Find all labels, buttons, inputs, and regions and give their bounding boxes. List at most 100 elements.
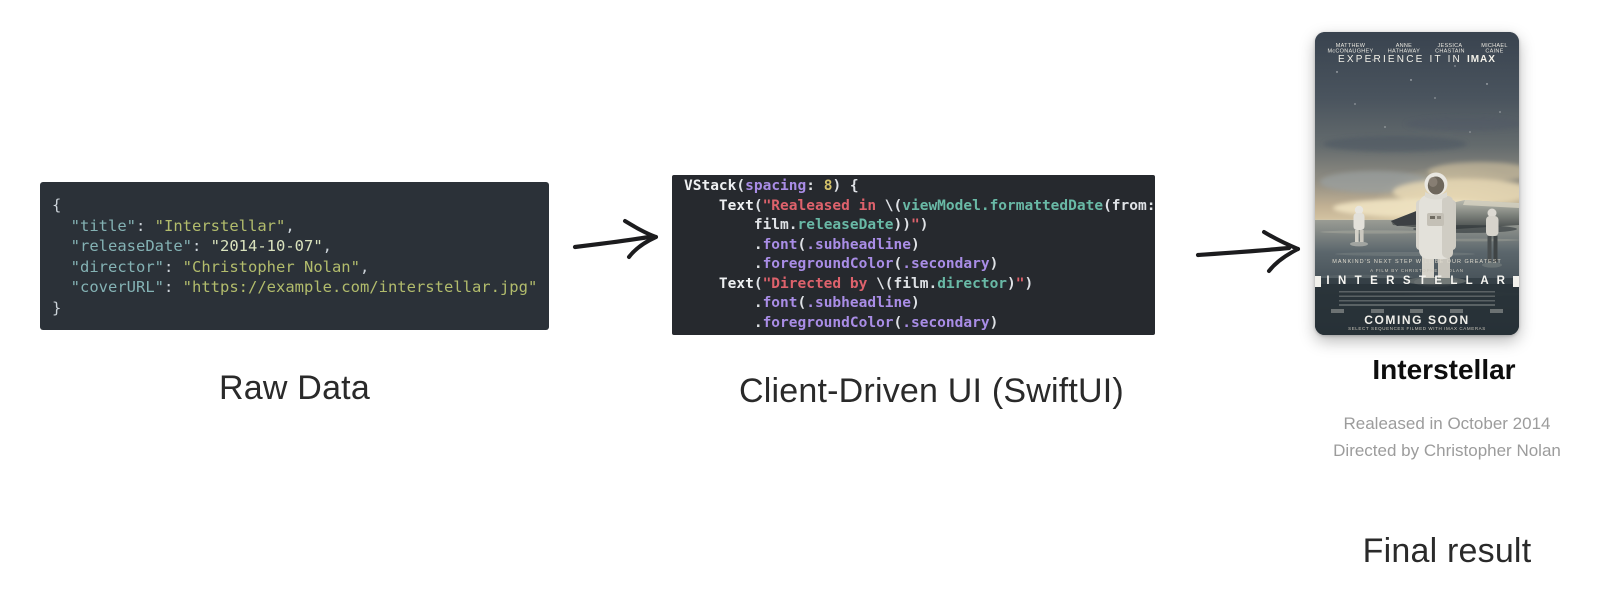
- code-token: font: [762, 295, 798, 311]
- code-token: ": [1015, 275, 1025, 292]
- cast-name: MICHAEL CAINE: [1481, 43, 1508, 55]
- code-token: "2014-10-07": [210, 237, 323, 255]
- code-line: VStack(spacing: 8) {: [684, 177, 1155, 197]
- code-line: "director": "Christopher Nolan",: [52, 257, 549, 278]
- code-token: .secondary: [902, 314, 990, 331]
- code-token: ): [911, 295, 920, 311]
- code-line: .foregroundColor(.secondary): [684, 314, 1155, 334]
- json-code-block: { "title": "Interstellar", "releaseDate"…: [40, 182, 549, 330]
- code-token: :: [136, 216, 155, 235]
- code-token: foregroundColor: [762, 256, 894, 272]
- code-line: .font(.subheadline): [684, 236, 1155, 256]
- code-token: .: [684, 256, 763, 272]
- code-token: "Realeased in: [762, 197, 885, 214]
- code-line: "coverURL": "https://example.com/interst…: [52, 277, 549, 298]
- code-line: film.releaseDate))"): [684, 216, 1155, 236]
- cast-name: JESSICA CHASTAIN: [1435, 43, 1465, 55]
- code-token: )): [893, 217, 911, 233]
- code-token: }: [52, 298, 62, 317]
- code-token: ): [911, 236, 920, 253]
- code-line: }: [684, 333, 1155, 335]
- code-token: .subheadline: [806, 236, 911, 253]
- code-line: "releaseDate": "2014-10-07",: [52, 236, 549, 257]
- code-line: Text("Realeased in \(viewModel.formatted…: [684, 197, 1155, 217]
- imax-logo: IMAX: [1466, 54, 1496, 65]
- code-token: [52, 278, 71, 296]
- code-line: .foregroundColor(.secondary): [684, 255, 1155, 275]
- code-token: .secondary: [902, 256, 990, 272]
- code-token: {: [52, 196, 62, 214]
- code-token: "releaseDate": [70, 237, 192, 255]
- poster-title: I N T E R S T E L L A R: [1326, 275, 1508, 287]
- code-token: :: [192, 237, 211, 255]
- code-token: ,: [322, 237, 332, 255]
- arrow-middle-to-result-icon: [1195, 230, 1300, 273]
- code-token: VStack: [684, 178, 737, 194]
- code-token: "director": [70, 257, 164, 276]
- poster-credits-block: [1339, 291, 1495, 308]
- code-token: .subheadline: [806, 295, 911, 311]
- code-token: [52, 217, 71, 235]
- arrow-left-to-middle-icon: [572, 219, 658, 259]
- result-release-line: Realeased in October 2014: [1343, 414, 1551, 433]
- code-token: font: [762, 236, 798, 253]
- code-token: "https://example.com/interstellar.jpg": [182, 278, 538, 296]
- code-token: .: [684, 236, 763, 253]
- code-token: Text: [718, 197, 754, 214]
- code-token: :: [164, 278, 183, 296]
- code-token: "coverURL": [70, 278, 164, 296]
- result-title: Interstellar: [1372, 354, 1516, 385]
- swiftui-code-block: VStack(spacing: 8) { Text("Realeased in …: [672, 175, 1155, 335]
- code-token: [684, 198, 719, 214]
- code-token: (: [893, 256, 903, 272]
- code-token: .: [684, 295, 763, 311]
- code-token: "title": [70, 216, 136, 235]
- code-token: (: [797, 295, 807, 311]
- code-token: (: [797, 236, 807, 253]
- poster-coming-soon: COMING SOON: [1364, 313, 1470, 327]
- code-token: ": [911, 217, 920, 233]
- code-token: :: [164, 257, 183, 276]
- code-line: .font(.subheadline): [684, 294, 1155, 314]
- code-token: Text: [718, 275, 754, 292]
- code-token: :: [806, 178, 824, 194]
- title-end-block-right: [1512, 275, 1519, 287]
- code-line: "title": "Interstellar",: [52, 216, 549, 237]
- poster-studio-logos: [1331, 309, 1503, 313]
- caption-final-result: Final result: [1362, 532, 1532, 570]
- poster-artwork: [1315, 32, 1519, 335]
- code-token: }: [684, 334, 693, 335]
- code-token: (: [753, 275, 763, 292]
- poster-film-by: A FILM BY CHRISTOPHER NOLAN: [1370, 268, 1464, 273]
- code-token: ): [1007, 275, 1016, 292]
- poster-experience-line: EXPERIENCE IT IN IMAX: [1315, 54, 1519, 65]
- code-token: ): [989, 256, 999, 272]
- cast-name: MATTHEW McCONAUGHEY: [1327, 43, 1374, 55]
- code-token: foregroundColor: [762, 314, 894, 331]
- code-token: director: [937, 275, 1008, 292]
- code-token: .: [684, 314, 763, 331]
- result-director-line: Directed by Christopher Nolan: [1333, 441, 1561, 460]
- caption-client-driven-ui: Client-Driven UI (SwiftUI): [739, 372, 1124, 410]
- code-token: ): [1024, 275, 1034, 292]
- code-token: "Interstellar": [154, 216, 286, 235]
- code-token: 8: [823, 178, 833, 194]
- code-token: [684, 276, 719, 292]
- code-line: {: [52, 195, 549, 216]
- code-token: film.: [893, 275, 938, 292]
- code-token: film.: [684, 217, 798, 233]
- code-token: [52, 258, 71, 276]
- poster-title-row: I N T E R S T E L L A R: [1315, 275, 1519, 287]
- code-token: ,: [359, 257, 370, 276]
- title-end-block-left: [1315, 275, 1322, 287]
- poster-tagline: MANKIND'S NEXT STEP WILL BE OUR GREATEST: [1332, 259, 1502, 265]
- code-token: releaseDate: [797, 217, 894, 233]
- code-token: [52, 237, 71, 255]
- code-line: }: [52, 298, 549, 319]
- code-line: Text("Directed by \(film.director)"): [684, 275, 1155, 295]
- code-token: \(: [876, 275, 894, 292]
- code-token: (: [893, 314, 903, 331]
